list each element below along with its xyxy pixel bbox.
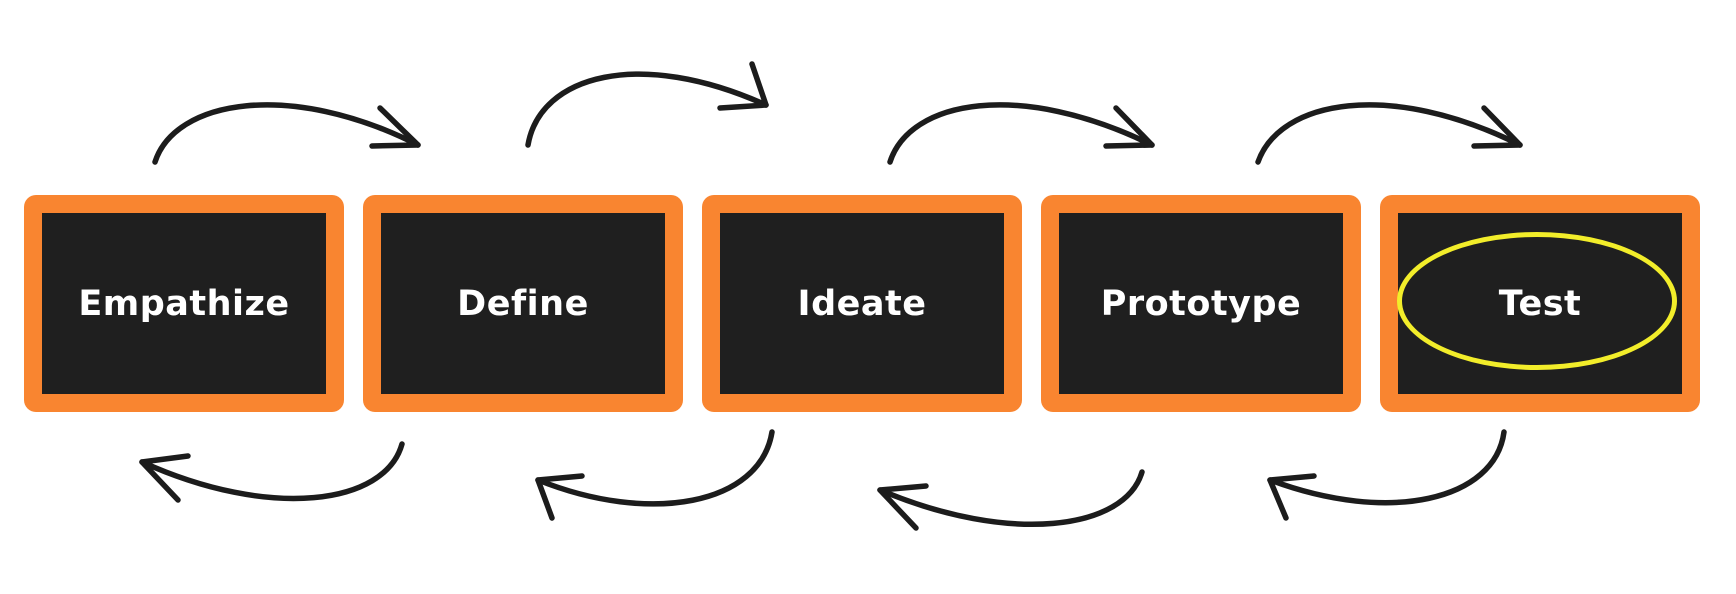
stage-empathize-inner: Empathize (42, 213, 326, 394)
arrow-define-to-ideate (525, 61, 769, 148)
arrow-ideate-to-prototype (887, 102, 1155, 165)
stage-empathize: Empathize (24, 195, 344, 412)
stage-define-inner: Define (381, 213, 665, 394)
stage-empathize-label: Empathize (78, 283, 290, 324)
stage-ideate-inner: Ideate (720, 213, 1004, 394)
arrow-empathize-to-define (152, 102, 421, 165)
stage-prototype-inner: Prototype (1059, 213, 1343, 394)
stage-define: Define (363, 195, 683, 412)
arrow-define-to-empathize (139, 441, 405, 503)
arrow-test-to-prototype (1267, 429, 1507, 521)
stage-ideate-label: Ideate (797, 283, 927, 324)
arrow-prototype-to-test (1255, 102, 1523, 165)
stage-ideate: Ideate (702, 195, 1022, 412)
arrow-ideate-to-define (535, 429, 775, 521)
stage-define-label: Define (457, 283, 589, 324)
arrow-prototype-to-ideate (877, 469, 1145, 531)
test-highlight-circle (1397, 232, 1677, 370)
stage-prototype-label: Prototype (1100, 283, 1302, 324)
stage-prototype: Prototype (1041, 195, 1361, 412)
